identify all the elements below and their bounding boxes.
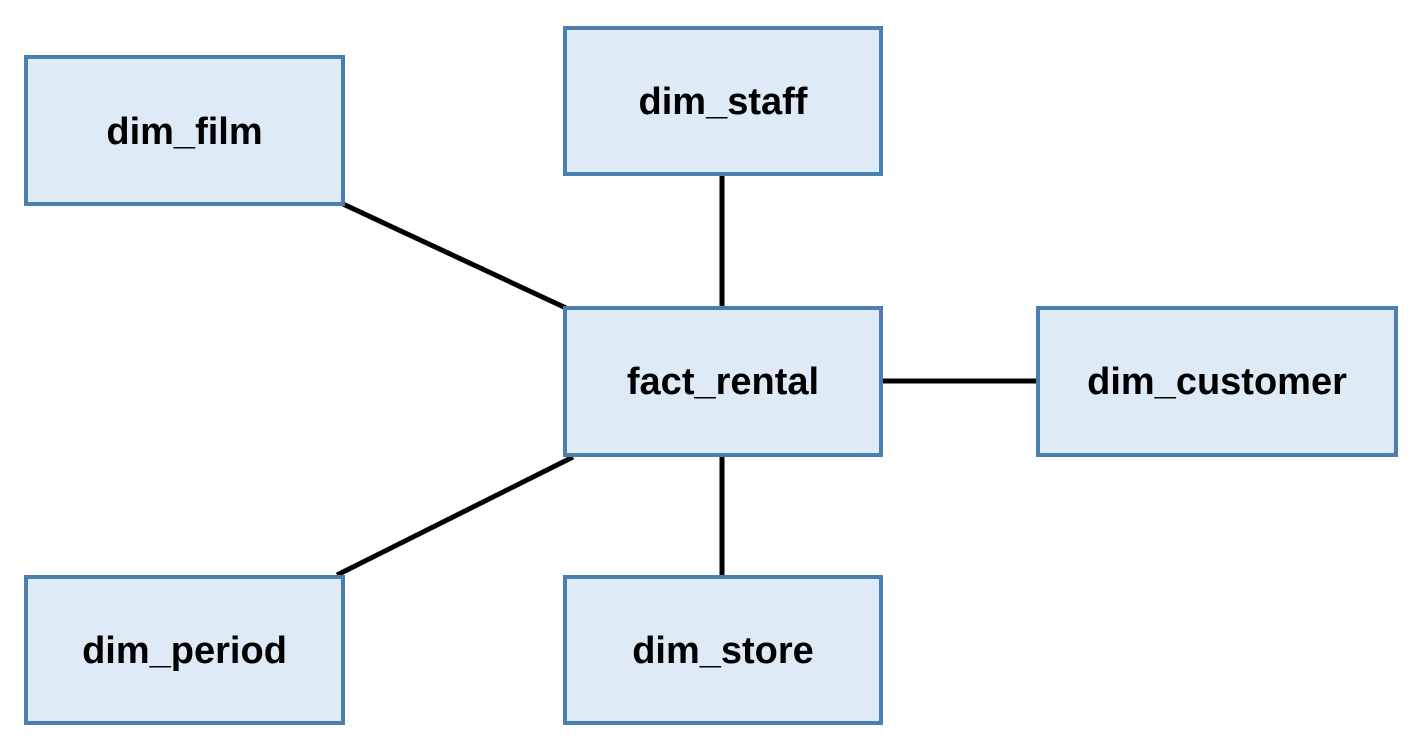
edge-dim-period-fact-rental — [335, 454, 575, 578]
node-label: dim_customer — [1087, 361, 1347, 403]
node-fact-rental: fact_rental — [563, 306, 883, 457]
node-label: dim_store — [632, 630, 814, 672]
node-dim-customer: dim_customer — [1036, 306, 1398, 457]
edge-dim-film-fact-rental — [341, 201, 568, 311]
edges — [335, 174, 1038, 578]
node-label: dim_period — [82, 630, 287, 672]
node-dim-staff: dim_staff — [563, 26, 883, 176]
node-dim-store: dim_store — [563, 575, 883, 725]
node-label: dim_staff — [639, 81, 808, 123]
node-dim-period: dim_period — [24, 575, 345, 725]
node-label: dim_film — [106, 111, 262, 153]
node-dim-film: dim_film — [24, 55, 345, 206]
node-label: fact_rental — [627, 361, 819, 403]
